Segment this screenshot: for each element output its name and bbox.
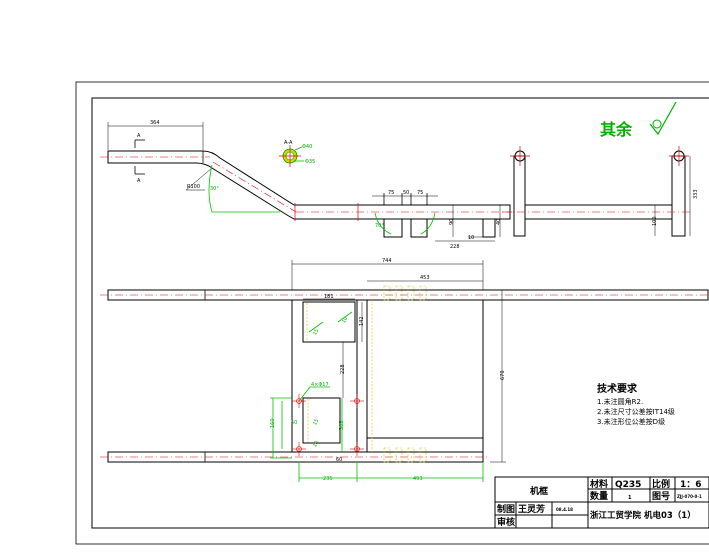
dim-364: 364: [150, 120, 160, 126]
tech-requirements: 技术要求 1.未注圆角R2. 2.未注尺寸公差按IT14级 3.未注形位公差按D…: [597, 382, 675, 426]
qty-value: 1: [628, 495, 632, 501]
dim-100: 100: [652, 216, 658, 226]
tech-item-2: 2.未注尺寸公差按IT14级: [597, 407, 675, 416]
dim-15-b: 15: [312, 418, 320, 427]
dim-50-top: 50: [291, 420, 297, 426]
dim-142: 142: [359, 316, 365, 326]
section-label: A-A: [284, 140, 293, 146]
dim-305: 305: [339, 420, 345, 430]
roughness-symbol: 其余: [600, 101, 677, 139]
part-name: 机框: [530, 485, 548, 497]
side-view: 333 100: [502, 146, 699, 237]
lug-left: [383, 219, 403, 238]
drawn-label: 制图: [497, 503, 515, 515]
drawing-no-value: ZJJ-070-0-1: [677, 494, 702, 499]
dim-75b: 75: [417, 190, 423, 196]
tech-item-3: 3.未注形位公差按D级: [597, 417, 665, 426]
title-block: 机框 材料 Q235 比例 1：6 数量 1 图号 ZJJ-070-0-1 制图…: [494, 476, 709, 529]
lug-right: [410, 219, 428, 238]
drawn-by: 王灵芳: [518, 503, 545, 515]
dim-phi35: Φ35: [305, 159, 315, 165]
dim-phi40: Φ40: [302, 144, 312, 150]
tech-title: 技术要求: [597, 382, 638, 395]
material-label: 材料: [589, 478, 608, 490]
outer-border: [75, 81, 709, 545]
section-mark-a-bottom: A: [137, 178, 141, 184]
school-name: 浙江工贸学院 机电03（1）: [590, 510, 696, 521]
qty-label: 数量: [590, 490, 608, 502]
top-view: 744 453 181 142 228 670 60 160 50 305 23…: [100, 258, 709, 482]
dim-75a: 75: [388, 190, 394, 196]
roughness-label: 其余: [600, 120, 633, 139]
front-view: 75 50 75 90 228 10 40 70° 364 A A R100 3…: [100, 120, 512, 250]
dim-228-front: 228: [450, 244, 460, 250]
end-leg: [482, 219, 496, 238]
dim-333: 333: [693, 189, 699, 199]
material-value: Q235: [615, 480, 641, 490]
dim-15-a: 15: [312, 328, 320, 337]
section-a-a: A-A Φ40 Φ35: [279, 140, 315, 167]
review-label: 审核: [497, 516, 515, 528]
dim-228-top: 228: [340, 364, 346, 374]
inner-border: [91, 97, 709, 529]
dim-r100: R100: [187, 184, 200, 190]
scale-label: 比例: [652, 478, 670, 490]
dim-40: 40: [496, 219, 502, 225]
dim-160: 160: [270, 418, 276, 428]
dim-60: 60: [336, 457, 342, 463]
dim-50: 50: [403, 190, 409, 196]
drawn-date: 08.4.18: [556, 507, 573, 512]
section-mark-a-top: A: [137, 133, 141, 139]
dim-453: 453: [420, 275, 430, 281]
drawing-no-label: 图号: [652, 491, 670, 502]
dim-10-a: 10: [341, 316, 349, 325]
dim-744: 744: [382, 258, 392, 264]
tech-item-1: 1.未注圆角R2.: [597, 397, 643, 406]
dim-90: 90: [449, 219, 455, 225]
dim-493: 493: [413, 476, 423, 482]
dim-181: 181: [324, 294, 334, 300]
scale-value: 1：6: [680, 480, 702, 490]
dim-10: 10: [468, 235, 474, 241]
dim-670: 670: [500, 370, 506, 380]
dim-holes: 4×Φ17: [311, 382, 329, 388]
dim-10-b: 10: [312, 440, 320, 449]
dim-angle-70: 70°: [375, 223, 384, 229]
dim-235: 235: [323, 476, 333, 482]
dim-angle-30: 30°: [210, 186, 219, 192]
